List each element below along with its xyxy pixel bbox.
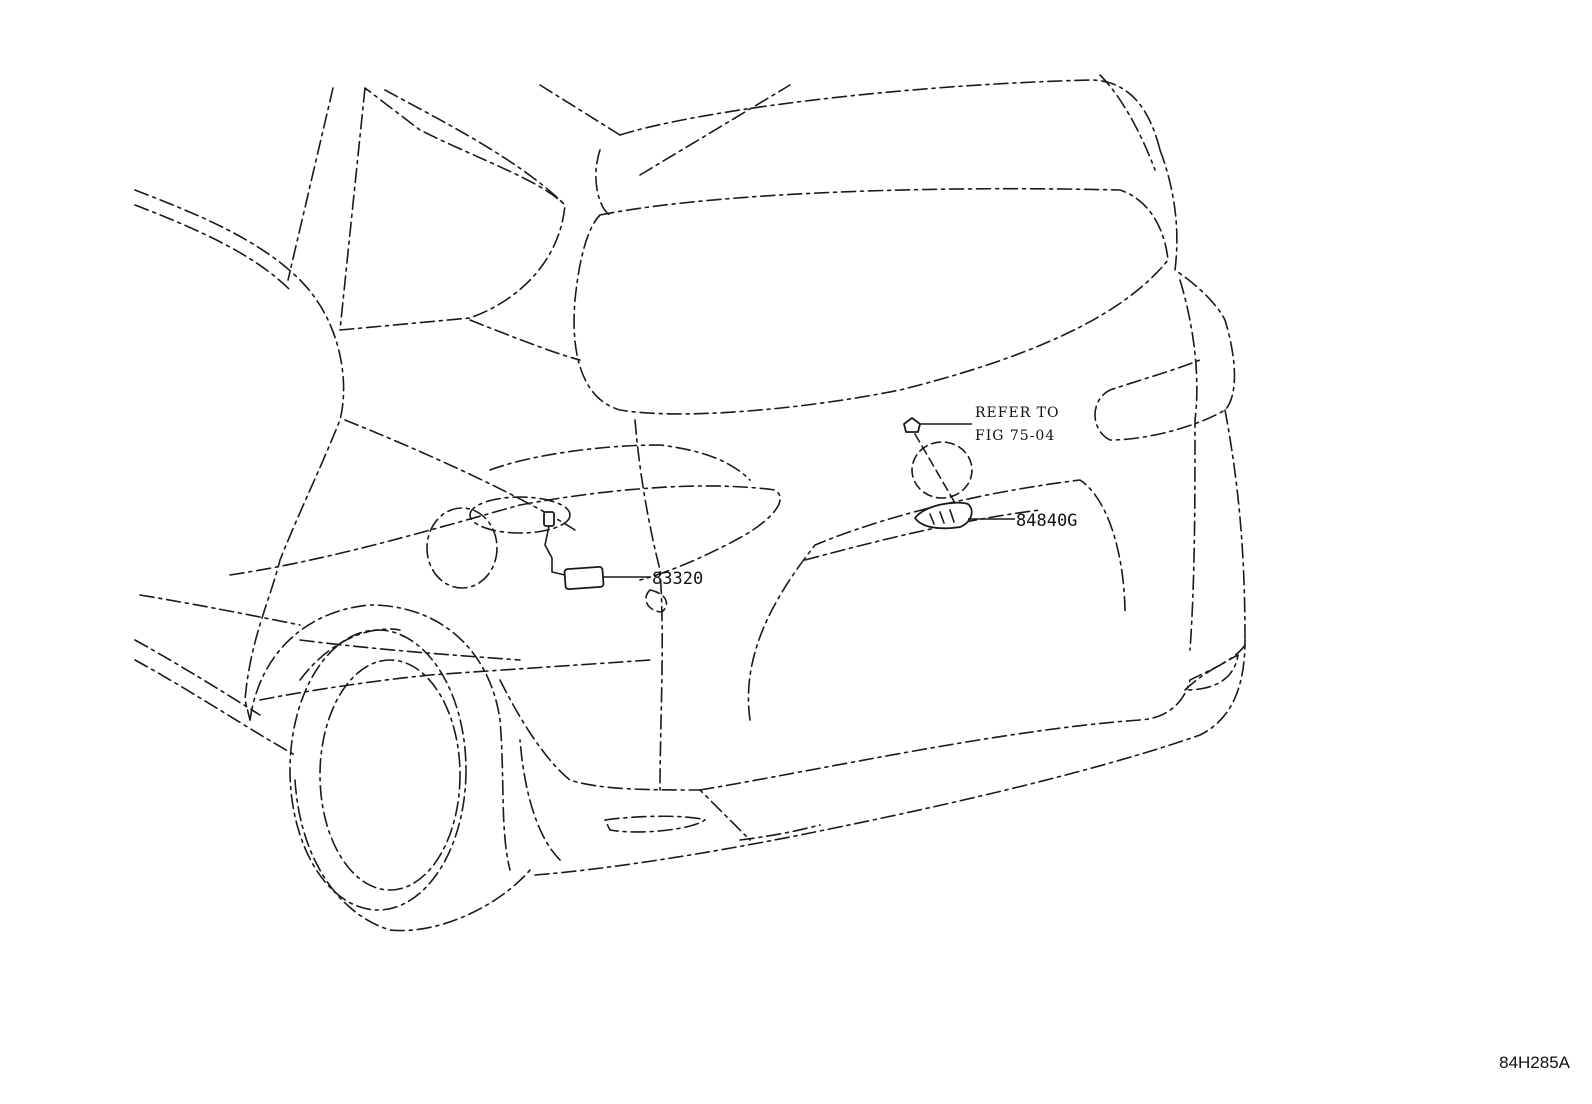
rear-window: [573, 187, 1169, 415]
rear-wheel: [249, 604, 531, 932]
back-door: [634, 74, 1246, 791]
fuel-sender-part: [543, 511, 650, 590]
reference-note-line2: FIG 75-04: [975, 428, 1055, 444]
rear-bumper: [499, 639, 1246, 876]
roof-outline: [134, 79, 1161, 361]
callout-84840G: 84840G: [1016, 511, 1077, 531]
reference-note-line1: REFER TO: [975, 405, 1060, 421]
fuel-filler-door: [426, 496, 571, 589]
license-plate-recess: [645, 441, 973, 613]
back-door-switch-part: [903, 417, 1015, 530]
figure-id: 84H285A: [1499, 1053, 1570, 1072]
callout-83320: 83320: [652, 569, 703, 589]
quarter-panel: [134, 279, 781, 756]
